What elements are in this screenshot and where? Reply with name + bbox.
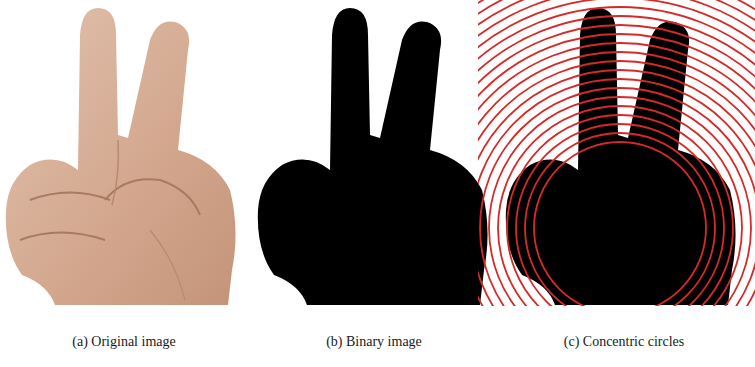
circle-ring — [478, 0, 755, 306]
panel-caption: (a) Original image — [4, 334, 244, 350]
circle-ring — [478, 0, 755, 306]
circle-ring — [478, 61, 755, 306]
circle-ring — [478, 0, 755, 306]
circle-ring — [507, 115, 733, 306]
circle-ring — [478, 7, 755, 306]
circle-ring — [534, 142, 706, 306]
circle-ring — [478, 34, 755, 306]
circle-ring — [478, 25, 755, 306]
circle-ring — [478, 52, 755, 306]
circle-ring — [480, 88, 755, 306]
circle-ring — [478, 16, 755, 306]
circle-ring — [478, 70, 755, 306]
circle-ring — [478, 43, 755, 306]
circle-ring — [489, 97, 751, 306]
panel-caption: (b) Binary image — [254, 334, 494, 350]
binary-hand — [258, 8, 488, 305]
concentric-circles — [478, 0, 755, 306]
circle-ring — [525, 133, 715, 306]
circle-ring — [498, 106, 742, 306]
circle-ring — [478, 79, 755, 306]
circle-ring — [478, 0, 755, 306]
panel-caption: (c) Concentric circles — [504, 334, 744, 350]
circle-ring — [516, 124, 724, 306]
hand-photo — [6, 8, 236, 305]
circle-ring — [478, 0, 755, 306]
